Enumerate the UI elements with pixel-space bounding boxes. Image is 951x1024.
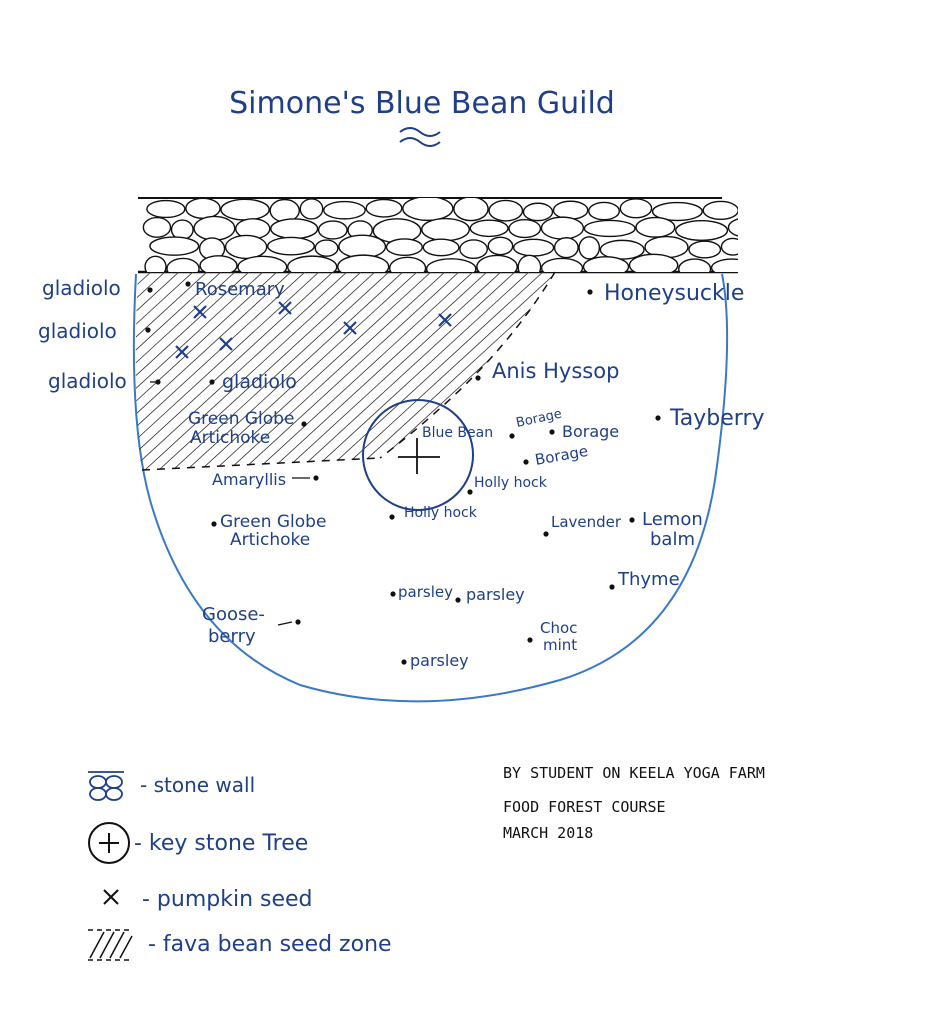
plant-label: Rosemary	[195, 279, 285, 300]
plant-label: Thyme	[617, 569, 680, 590]
plant-label: gladiolo	[38, 319, 117, 343]
keystone-tree-icon	[88, 822, 130, 864]
plant-label: Honeysuckle	[604, 281, 744, 306]
bed-outline	[132, 273, 729, 703]
credit-line-1: BY STUDENT ON KEELA YOGA FARM	[503, 764, 765, 782]
leader-lines	[150, 381, 310, 626]
center-plant-label: Blue Bean	[422, 425, 493, 441]
plant-label: mint	[543, 636, 577, 654]
plant-label: Holly hock	[474, 475, 548, 491]
keystone-tree-circle	[362, 399, 474, 511]
plant-label: berry	[208, 626, 256, 647]
legend: - stone wall - key stone Tree - pumpkin …	[88, 771, 392, 961]
plant-label: Borage	[534, 442, 590, 469]
credit-block: BY STUDENT ON KEELA YOGA FARM FOOD FORES…	[503, 764, 765, 842]
plant-labels: gladiolo gladiolo gladiolo gladiolo Rose…	[38, 276, 765, 670]
plant-label: Green Globe	[188, 409, 294, 429]
pumpkin-seed-icon	[103, 889, 119, 905]
legend-fava-label: - fava bean seed zone	[148, 932, 392, 957]
plant-dots	[145, 281, 661, 665]
legend-stone-wall-label: - stone wall	[140, 773, 255, 797]
plant-label: Borage	[515, 407, 564, 431]
plant-label: Holly hock	[404, 505, 478, 521]
title-flourish-icon	[399, 127, 441, 147]
stone-wall-icon	[88, 771, 124, 801]
legend-keystone-label: - key stone Tree	[134, 831, 308, 856]
plant-label: Amaryllis	[212, 470, 286, 489]
plant-label: Green Globe	[220, 512, 326, 532]
pumpkin-seeds	[175, 301, 452, 359]
plant-label: Artichoke	[190, 428, 270, 448]
diagram-title: Simone's Blue Bean Guild	[229, 86, 615, 121]
plant-label: Goose-	[202, 604, 265, 625]
plant-label: gladiolo	[222, 371, 297, 393]
plant-label: Tayberry	[669, 406, 765, 431]
plant-label: Artichoke	[230, 530, 310, 550]
credit-line-3: MARCH 2018	[503, 824, 593, 842]
credit-line-2: FOOD FOREST COURSE	[503, 798, 666, 816]
plant-label: Anis Hyssop	[492, 359, 619, 383]
plant-label: Lavender	[551, 513, 622, 531]
plant-label: Choc	[540, 619, 577, 637]
stone-wall	[138, 197, 738, 274]
legend-pumpkin-label: - pumpkin seed	[142, 887, 313, 912]
plant-label: gladiolo	[48, 369, 127, 393]
plant-label: parsley	[398, 583, 453, 601]
plant-label: parsley	[410, 651, 469, 670]
plant-label: gladiolo	[42, 276, 121, 300]
plant-label: Lemon	[642, 509, 703, 530]
fava-zone-icon	[88, 929, 133, 961]
plant-label: balm	[650, 529, 695, 550]
plant-label: Borage	[562, 422, 619, 441]
plant-label: parsley	[466, 585, 525, 604]
